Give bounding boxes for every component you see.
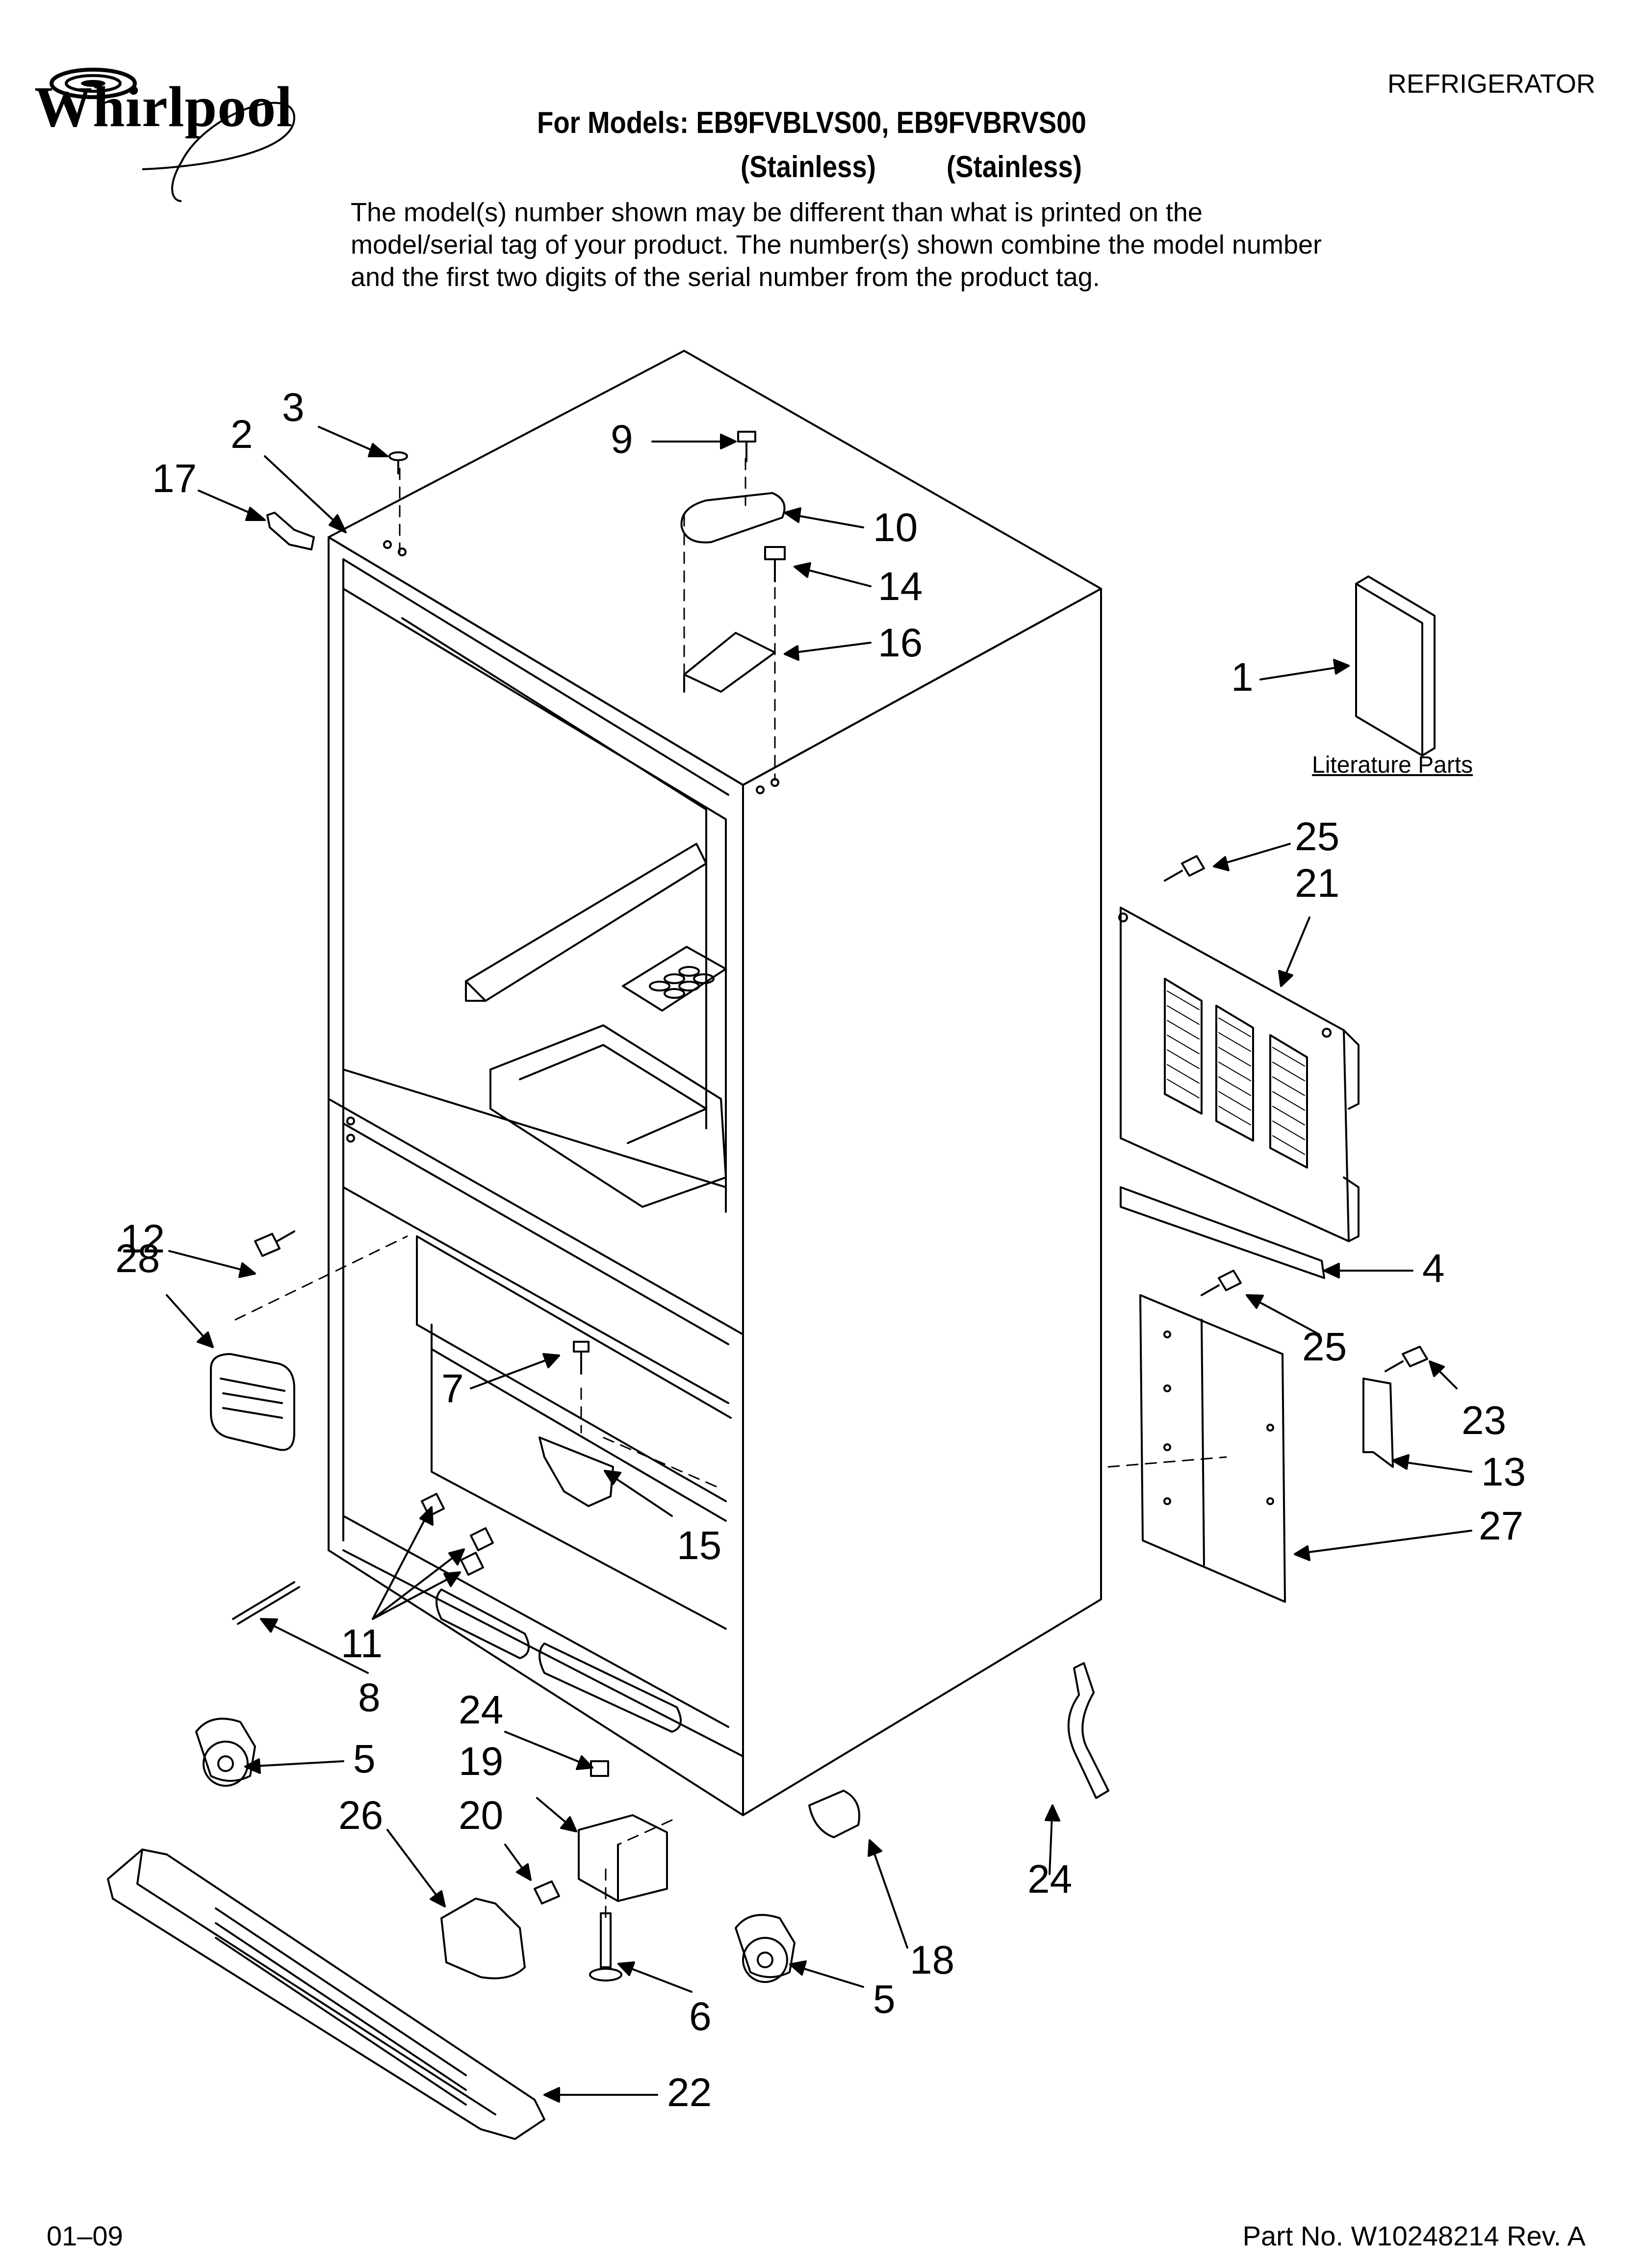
screw-part-23 bbox=[1385, 1346, 1428, 1372]
callout-4: 4 bbox=[1422, 1246, 1445, 1291]
literature-parts-label: Literature Parts bbox=[1312, 752, 1473, 778]
cover-panel-part-27 bbox=[1139, 1294, 1286, 1603]
callout-12: 12 bbox=[120, 1217, 165, 1261]
callout-28: 28 bbox=[115, 1236, 160, 1281]
bracket-part-13 bbox=[1362, 1378, 1394, 1468]
callout-25-lower: 25 bbox=[1302, 1325, 1347, 1369]
callout-leaders bbox=[166, 426, 1472, 2103]
variant-left: (Stainless) bbox=[741, 150, 876, 184]
callout-3: 3 bbox=[282, 385, 305, 430]
models-heading: For Models: EB9FVBLVS00, EB9FVBRVS00 bbox=[537, 106, 1086, 140]
callout-17: 17 bbox=[152, 456, 197, 501]
screw-part-9 bbox=[737, 431, 756, 462]
callout-6: 6 bbox=[689, 1994, 712, 2039]
date-code: 01–09 bbox=[47, 2220, 123, 2251]
callout-14: 14 bbox=[878, 564, 923, 609]
callout-13: 13 bbox=[1481, 1450, 1526, 1494]
clip-part-18 bbox=[808, 1790, 860, 1838]
product-category: REFRIGERATOR bbox=[1387, 69, 1595, 99]
caster-right bbox=[735, 1914, 795, 1983]
brand-name: Whirlpool bbox=[34, 75, 293, 139]
literature-book bbox=[1355, 575, 1436, 756]
callout-22: 22 bbox=[667, 2070, 712, 2115]
callout-8: 8 bbox=[358, 1675, 381, 1720]
callout-1: 1 bbox=[1231, 655, 1254, 700]
rear-access-panel bbox=[1118, 907, 1360, 1242]
callout-7: 7 bbox=[441, 1366, 464, 1411]
callout-27: 27 bbox=[1479, 1504, 1524, 1548]
caster-left bbox=[195, 1718, 256, 1787]
hose-part-24 bbox=[1067, 1662, 1109, 1799]
bracket-part-15 bbox=[539, 1436, 614, 1507]
brand-logo bbox=[20, 54, 324, 211]
callout-10: 10 bbox=[873, 505, 918, 550]
callout-20: 20 bbox=[459, 1793, 504, 1838]
bracket-part-19 bbox=[578, 1814, 668, 1902]
callout-24-hose: 24 bbox=[1027, 1857, 1073, 1902]
callout-2: 2 bbox=[231, 412, 253, 457]
part-number: Part No. W10248214 Rev. A bbox=[1242, 2220, 1586, 2251]
callout-5-left: 5 bbox=[353, 1737, 376, 1781]
screw-part-14 bbox=[764, 546, 786, 582]
variant-right: (Stainless) bbox=[947, 150, 1082, 184]
strip-part-4 bbox=[1120, 1186, 1325, 1279]
callout-18: 18 bbox=[910, 1938, 955, 1982]
callout-11: 11 bbox=[341, 1621, 383, 1666]
logo-swirl-icon bbox=[50, 68, 296, 202]
callout-23: 23 bbox=[1462, 1398, 1507, 1443]
pin-part-7 bbox=[573, 1341, 590, 1375]
callout-19: 19 bbox=[459, 1739, 504, 1784]
bracket-part-17 bbox=[266, 512, 315, 550]
leveler-part-6 bbox=[589, 1912, 622, 1981]
callout-9: 9 bbox=[611, 417, 633, 462]
toe-grille-part-22 bbox=[107, 1849, 545, 2140]
control-module-part-28 bbox=[210, 1353, 295, 1451]
callout-15: 15 bbox=[677, 1523, 722, 1568]
callout-25-top: 25 bbox=[1295, 814, 1340, 859]
screw-part-3 bbox=[388, 451, 408, 474]
trim-part-26 bbox=[440, 1898, 526, 1980]
hinge-part-16 bbox=[683, 632, 776, 693]
hinge-cover-part-10 bbox=[680, 492, 786, 544]
callout-21: 21 bbox=[1295, 861, 1340, 906]
model-notice: The model(s) number shown may be differe… bbox=[351, 198, 1322, 292]
screw-part-24 bbox=[590, 1760, 609, 1777]
cabinet bbox=[328, 350, 1102, 1816]
callout-16: 16 bbox=[878, 621, 923, 665]
callout-26: 26 bbox=[338, 1793, 384, 1838]
screw-part-12 bbox=[254, 1230, 295, 1257]
screws-part-25 bbox=[1164, 855, 1242, 1296]
rod-part-8 bbox=[232, 1581, 300, 1625]
assembly-lines bbox=[234, 458, 1227, 1919]
screw-part-20 bbox=[534, 1880, 560, 1904]
callout-24-screw: 24 bbox=[459, 1688, 504, 1732]
callout-5-right: 5 bbox=[873, 1977, 896, 2022]
